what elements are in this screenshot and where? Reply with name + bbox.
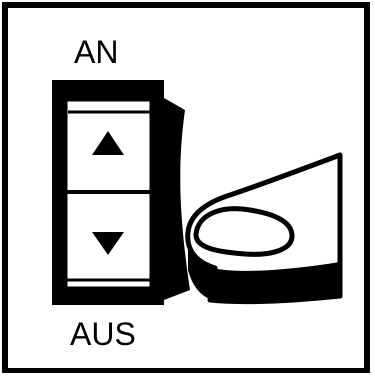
on-label: AN [74, 36, 118, 68]
off-label: AUS [70, 318, 136, 350]
switch-panel [66, 100, 151, 290]
